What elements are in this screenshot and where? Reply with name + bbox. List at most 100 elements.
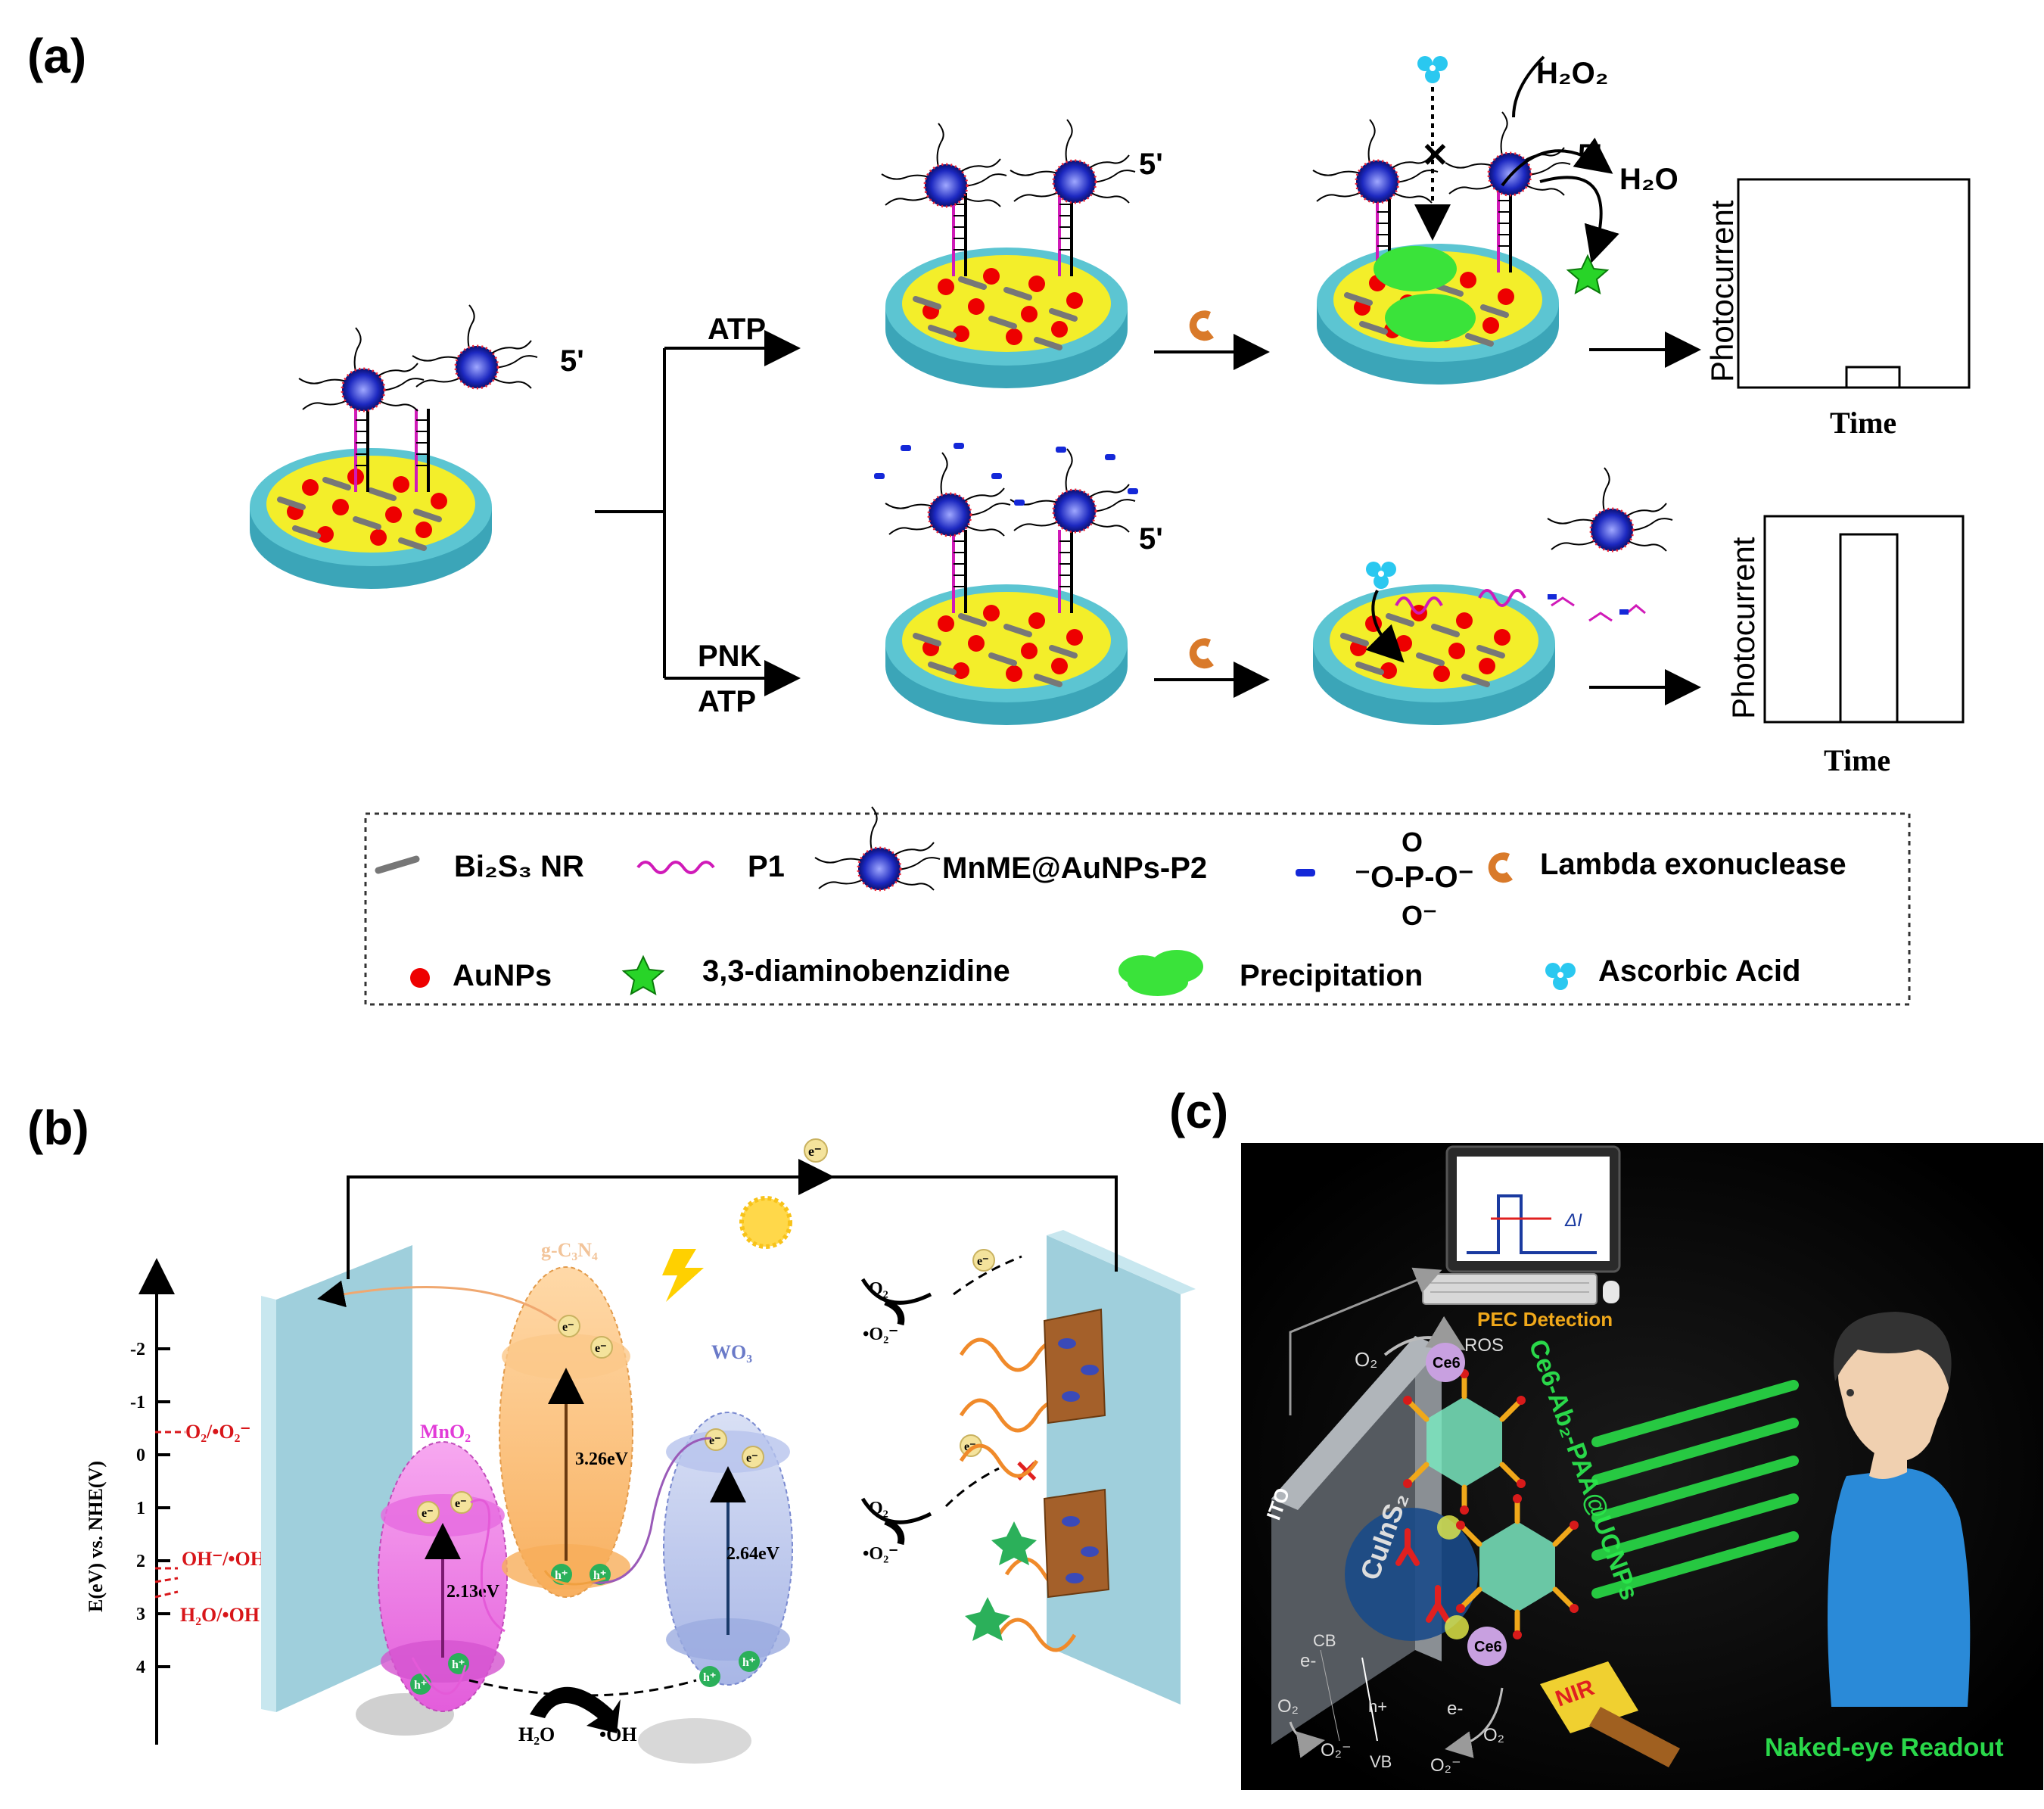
legend-precip: Precipitation: [1240, 959, 1423, 992]
legend-ascorbic: Ascorbic Acid: [1598, 954, 1800, 988]
dab-star-icon: [1566, 254, 1610, 294]
panel-c-label: (c): [1169, 1084, 1228, 1138]
svg-text:h+: h+: [1368, 1697, 1387, 1716]
lambda-exonuclease-icon: [1189, 310, 1214, 341]
photocurrent-ylabel-bottom: Photocurrent: [1725, 537, 1761, 719]
tick-3: 0: [136, 1446, 145, 1465]
panel-a-label: (a): [27, 29, 86, 83]
o2-top: O₂: [1355, 1348, 1377, 1371]
wo3-gap: 2.64eV: [726, 1544, 780, 1564]
ucnp-probe-1: Ce6: [1403, 1343, 1526, 1515]
naked-eye-label: Naked-eye Readout: [1765, 1733, 2004, 1762]
wo3-label: WO₃: [711, 1341, 752, 1363]
lambda-exonuclease-icon-2: [1189, 638, 1214, 669]
five-prime-label-3: 5': [1578, 139, 1602, 172]
electrode-disc-precipitation: [1311, 111, 1572, 385]
svg-text:•O₂⁻: •O₂⁻: [863, 1325, 898, 1344]
svg-text:CB: CB: [1313, 1631, 1336, 1650]
svg-text:e⁻: e⁻: [746, 1452, 758, 1465]
circuit-electron: e⁻: [808, 1144, 822, 1159]
h2o-label-b: H₂O: [518, 1723, 555, 1745]
atp-label-bottom: ATP: [698, 685, 756, 718]
water-oxidation-arrow: [530, 1686, 621, 1733]
wo3-band: WO₃ 2.64eV: [663, 1341, 793, 1686]
pec-monitor: ΔI: [1422, 1145, 1621, 1305]
electrode-disc-initial: [250, 304, 539, 589]
cathode-reactions: O₂ •O₂⁻ O₂ •O₂⁻ ✕: [860, 1255, 1110, 1652]
o2-redox-label: O₂/•O₂⁻: [185, 1421, 250, 1443]
legend-lambda-icon: [1488, 852, 1513, 883]
svg-text:•O₂⁻: •O₂⁻: [863, 1544, 898, 1564]
svg-text:e⁻: e⁻: [977, 1255, 989, 1268]
nir-laser: NIR: [1540, 1661, 1680, 1767]
svg-text:h⁺: h⁺: [742, 1656, 755, 1669]
legend-phos-top: O: [1402, 827, 1423, 858]
svg-text:e⁻: e⁻: [422, 1507, 434, 1520]
time-xlabel-bottom: Time: [1824, 743, 1890, 777]
svg-text:e⁻: e⁻: [964, 1440, 976, 1453]
electrode-disc-top-mid: [880, 118, 1137, 388]
svg-text:O₂: O₂: [1277, 1696, 1299, 1717]
svg-text:Ce6: Ce6: [1433, 1355, 1461, 1372]
oh-product-b: •OH: [599, 1723, 637, 1745]
gcn-gap: 3.26eV: [575, 1449, 629, 1469]
legend-p1: P1: [748, 850, 785, 883]
ros-label: ROS: [1464, 1335, 1504, 1356]
tick-2: -1: [130, 1393, 145, 1412]
legend-aunps: AuNPs: [453, 959, 552, 992]
delta-i: ΔI: [1564, 1210, 1582, 1231]
svg-text:e-: e-: [1300, 1651, 1316, 1671]
legend-mnme: MnME@AuNPs-P2: [942, 852, 1207, 885]
legend-phosphate: ⁻O-P-O⁻: [1355, 861, 1474, 894]
mno2-band: MnO₂ 2.13eV: [378, 1421, 508, 1712]
energy-axis-label: E(eV) vs. NHE(V): [85, 1461, 107, 1612]
legend-bi2s3: Bi₂S₃ NR: [454, 850, 584, 883]
svg-text:e-: e-: [1447, 1698, 1463, 1719]
transfer-arrows: [317, 1280, 712, 1697]
five-prime-label-4: 5': [1139, 522, 1163, 556]
block-mark: ✕: [1421, 137, 1449, 174]
tick-5: 2: [136, 1552, 145, 1571]
ascorbic-acid-icon-bottom: [1366, 562, 1396, 589]
tick-7: 4: [136, 1658, 145, 1677]
redox-levels: [154, 1431, 185, 1599]
tick-1: -2: [130, 1340, 145, 1359]
external-circuit: [347, 1175, 1118, 1279]
svg-text:VB: VB: [1370, 1752, 1392, 1771]
photocurrent-chart-low: Photocurrent Time: [1704, 178, 1971, 440]
svg-text:O₂⁻: O₂⁻: [1430, 1755, 1461, 1776]
observer-person: [1828, 1312, 1971, 1707]
svg-text:O₂: O₂: [869, 1279, 888, 1299]
tick-4: 1: [136, 1499, 145, 1518]
electrode-disc-digested: [1313, 584, 1555, 725]
gcn-band: g-C₃N₄ 3.26eV: [499, 1239, 633, 1598]
branch-lines: [595, 330, 801, 696]
tick-6: 3: [136, 1605, 145, 1624]
oh-redox-label: OH⁻/•OH: [182, 1548, 266, 1570]
svg-text:e⁻: e⁻: [455, 1497, 467, 1510]
svg-text:h⁺: h⁺: [452, 1658, 465, 1671]
time-xlabel-top: Time: [1830, 406, 1896, 440]
photocurrent-ylabel-top: Photocurrent: [1704, 200, 1740, 382]
svg-text:Ce6: Ce6: [1474, 1639, 1502, 1655]
right-electrode: [1047, 1230, 1196, 1705]
svg-text:h⁺: h⁺: [703, 1671, 716, 1684]
h2o-redox-label: H₂O/•OH: [180, 1604, 260, 1626]
svg-text:e⁻: e⁻: [595, 1342, 607, 1355]
mno2-label: MnO₂: [420, 1421, 471, 1443]
band-diagram: CB VB e- h+ O₂ O₂⁻ e- O₂ O₂⁻: [1277, 1631, 1504, 1776]
atp-label-top: ATP: [708, 313, 766, 346]
svg-text:h⁺: h⁺: [414, 1679, 427, 1692]
h2o2-label: H₂O₂: [1536, 57, 1609, 90]
five-prime-label: 5': [560, 344, 584, 378]
upconversion-emission: [1591, 1380, 1799, 1599]
five-prime-label-2: 5': [1139, 148, 1163, 181]
pnk-label: PNK: [698, 640, 762, 673]
svg-text:O₂: O₂: [869, 1499, 888, 1518]
photocurrent-chart-high: Photocurrent Time: [1725, 515, 1965, 777]
panel-b-label: (b): [27, 1101, 89, 1155]
pec-detection-label: PEC Detection: [1477, 1308, 1613, 1331]
svg-text:e⁻: e⁻: [562, 1321, 574, 1334]
legend-lambda: Lambda exonuclease: [1540, 848, 1846, 881]
